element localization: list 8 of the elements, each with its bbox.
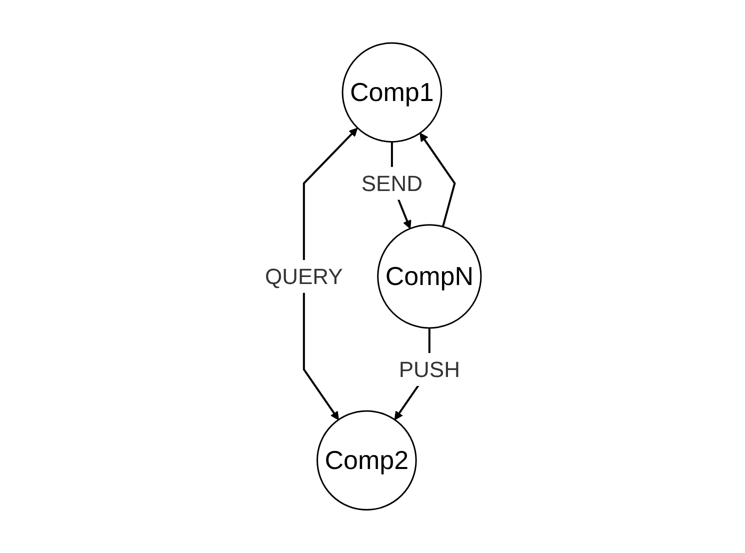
arrow	[419, 132, 456, 227]
edge-label: QUERY	[264, 264, 342, 289]
edge-label: SEND	[360, 170, 422, 196]
node-circle: CompN	[376, 224, 482, 329]
arrow	[302, 128, 358, 420]
edge-label: PUSH	[398, 357, 460, 382]
node-circle: Comp1	[341, 42, 442, 143]
node-circle: Comp2	[316, 410, 416, 511]
